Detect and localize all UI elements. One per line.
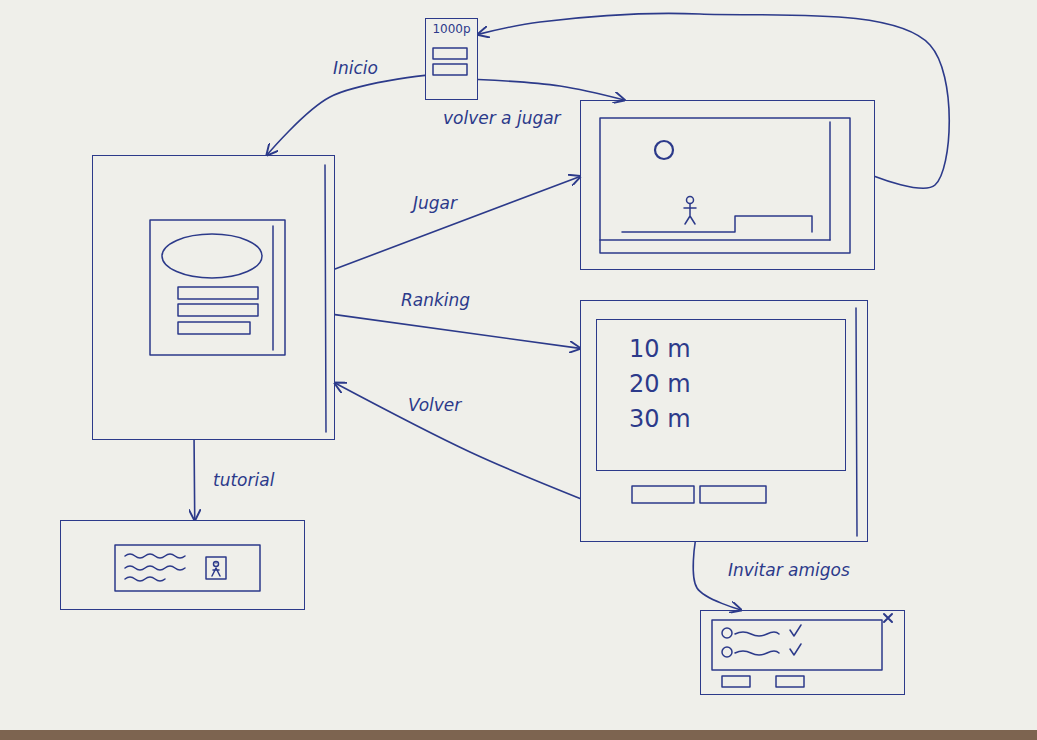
menu-button	[178, 287, 258, 299]
flow-arrow	[335, 177, 580, 270]
ranking-entry: 30 m	[629, 402, 691, 437]
ranking-list: 10 m20 m30 m	[596, 319, 846, 471]
text-scribble	[125, 554, 185, 558]
text-scribble	[125, 566, 185, 570]
ranking-button	[632, 486, 694, 503]
sun-circle	[655, 141, 673, 159]
friend-avatar	[722, 628, 732, 638]
invite-popup	[700, 610, 905, 695]
ranking-entry: 10 m	[629, 332, 691, 367]
flow-arrow	[478, 80, 624, 101]
flow-arrow	[193, 440, 195, 520]
tutorial-panel	[115, 545, 260, 591]
flow-arrow	[335, 315, 580, 349]
invite-panel	[712, 620, 882, 670]
tutorial-screen	[60, 520, 305, 610]
ranking-screen: 10 m20 m30 m	[580, 300, 868, 542]
game-panel	[600, 118, 850, 253]
menu-button	[178, 304, 258, 316]
text-scribble	[125, 577, 165, 581]
table-edge	[0, 730, 1037, 740]
friend-name	[735, 632, 779, 636]
edge-label: Ranking	[398, 290, 473, 310]
image-head	[214, 562, 219, 567]
flow-arrow	[335, 383, 580, 498]
edge-label: tutorial	[210, 470, 277, 490]
ranking-button	[700, 486, 766, 503]
game-screen	[580, 100, 875, 270]
popup-button	[433, 64, 467, 75]
menu-screen	[92, 155, 335, 440]
image-icon	[206, 557, 226, 579]
menu-panel	[150, 220, 285, 355]
wall-line	[829, 122, 831, 240]
edge-label: Inicio	[330, 58, 381, 78]
ranking-entry: 20 m	[629, 367, 691, 402]
menu-button	[178, 322, 250, 334]
edge-label: Invitar amigos	[725, 560, 853, 580]
flow-arrow	[267, 75, 425, 155]
player-figure	[684, 197, 696, 225]
invite-button	[776, 676, 804, 687]
platform-line	[622, 216, 812, 232]
invite-button	[722, 676, 750, 687]
score-popup: 1000p	[425, 18, 478, 100]
popup-button	[433, 48, 467, 59]
score-text: 1000p	[432, 22, 470, 36]
check-mark	[790, 625, 801, 636]
friend-name	[735, 651, 779, 655]
edge-label: volver a jugar	[440, 108, 564, 128]
screen-edge	[856, 308, 857, 536]
panel-edge	[272, 226, 274, 350]
ground-line	[600, 239, 830, 241]
close-icon	[884, 614, 892, 622]
logo-oval	[162, 234, 262, 278]
screen-edge	[325, 165, 326, 432]
friend-avatar	[722, 647, 732, 657]
check-mark	[790, 644, 801, 655]
edge-label: Volver	[405, 395, 464, 415]
edge-label: Jugar	[410, 193, 460, 213]
